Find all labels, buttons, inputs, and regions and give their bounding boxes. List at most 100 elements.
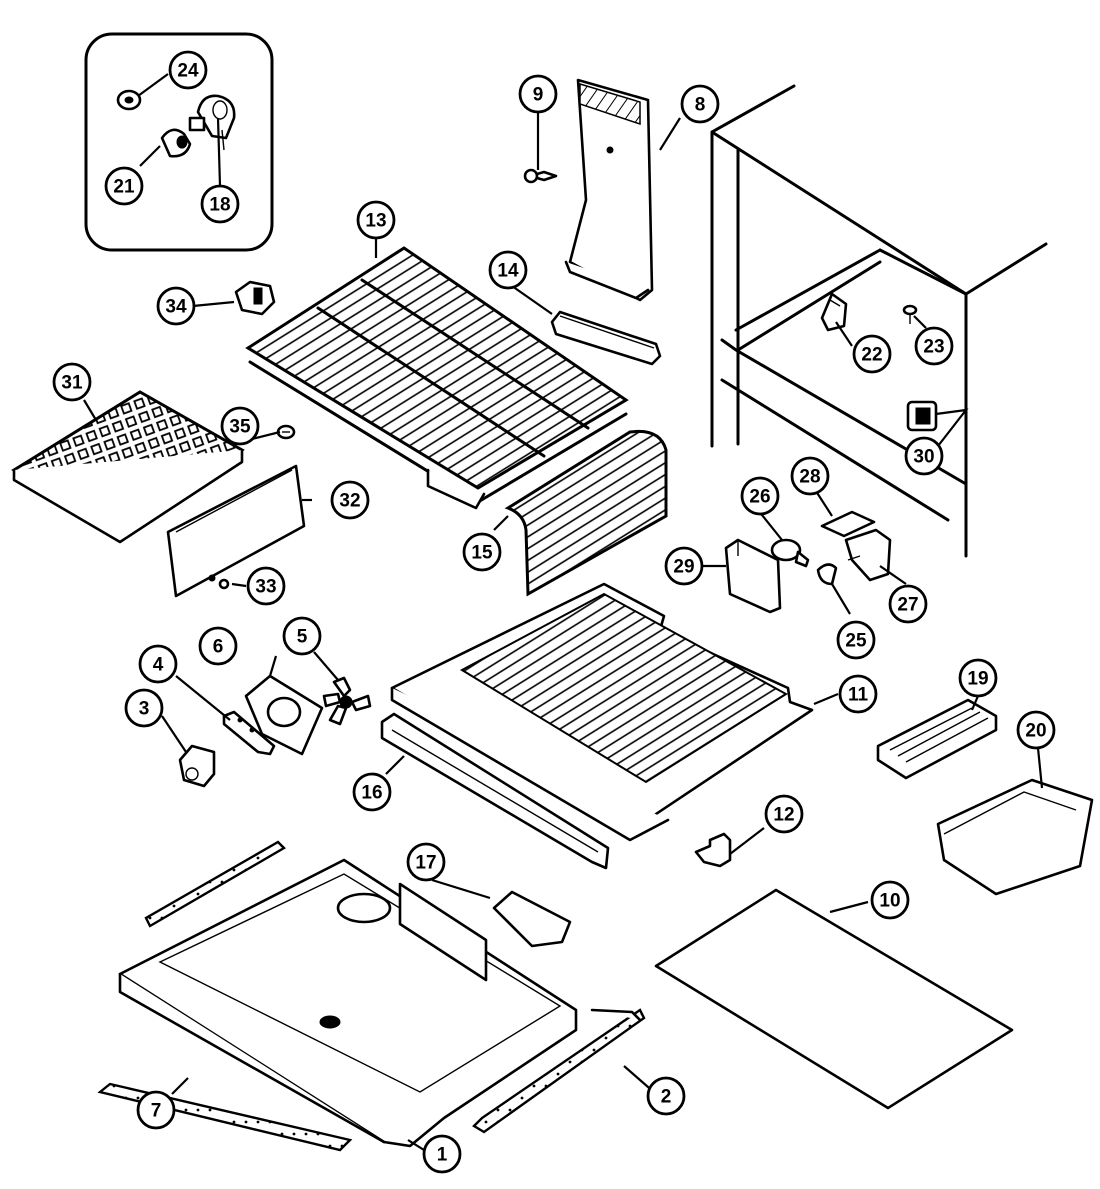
callout-circle [914,326,954,366]
callout-number: 30 [913,447,934,468]
callout-number: 11 [848,685,869,706]
callout-number: 8 [695,95,706,116]
part-bracket [178,744,216,788]
callout-9: 9 [518,74,558,114]
callout-circle [646,1076,686,1116]
callout-circle [764,794,804,834]
callout-circle [836,620,876,660]
callout-29: 29 [664,546,704,586]
callout-circle [852,334,892,374]
part-light-shield [724,538,782,614]
callout-6: 6 [198,626,238,666]
callout-14: 14 [488,250,528,290]
part-light-switch [844,528,892,582]
callout-number: 6 [213,637,224,658]
part-fan-blade [322,676,372,726]
callout-number: 23 [923,337,944,358]
part-bottom-panel [654,888,1014,1110]
callout-2: 2 [646,1076,686,1116]
part-air-duct [564,78,654,302]
callout-number: 2 [661,1087,672,1108]
callout-21: 21 [104,166,144,206]
leader-lines [83,73,1044,1151]
callout-circle [282,616,322,656]
part-front-trim [380,712,610,870]
part-grommet [160,128,192,158]
part-shelf-cover [504,429,668,597]
callout-number: 25 [845,631,867,652]
callout-number: 10 [879,891,900,912]
callout-1: 1 [422,1134,462,1174]
callout-number: 33 [255,577,276,598]
callout-number: 5 [297,627,308,648]
callout-22: 22 [852,334,892,374]
part-switch-button [820,510,876,538]
callout-11: 11 [838,674,878,714]
callout-33: 33 [246,566,286,606]
part-plug-button [276,424,296,440]
callout-34: 34 [156,286,196,326]
part-drain-pan [118,858,578,1148]
part-light-bulb [770,538,810,568]
inset-detail-box [84,32,274,252]
callout-circle [168,50,208,90]
part-shelf-trim [550,310,662,366]
callout-circle [488,250,528,290]
callout-circle [138,644,178,684]
part-screw-23 [902,304,918,324]
part-ice-bin [936,778,1094,896]
callout-number: 15 [471,543,493,564]
callout-number: 3 [139,699,150,720]
callout-circle [958,658,998,698]
part-control-switch [906,400,938,432]
callout-12: 12 [764,794,804,834]
callout-circle [790,456,830,496]
callout-circle [136,1090,176,1130]
callout-number: 4 [153,655,164,676]
callout-25: 25 [836,620,876,660]
callout-8: 8 [680,84,720,124]
callout-26: 26 [740,476,780,516]
callout-circle [422,1134,462,1174]
callout-circle [740,476,780,516]
callout-number: 35 [229,417,251,438]
callout-circle [356,200,396,240]
callout-28: 28 [790,456,830,496]
part-mounting-strap [222,710,276,756]
callout-number: 24 [177,61,199,82]
callout-circle [246,566,286,606]
callout-5: 5 [282,616,322,656]
callout-17: 17 [406,842,446,882]
callout-13: 13 [356,200,396,240]
callout-number: 32 [339,491,360,512]
callout-circle [352,772,392,812]
callout-circle [198,626,238,666]
callout-circle [870,880,910,920]
callout-32: 32 [330,480,370,520]
callout-18: 18 [200,184,240,224]
callout-number: 34 [165,297,187,318]
part-cabinet-frame [710,84,1048,558]
callout-circle [462,532,502,572]
callout-35: 35 [220,406,260,446]
part-fan-bracket [244,674,324,756]
callout-number: 7 [151,1101,162,1122]
part-shelf-support [694,832,732,868]
callout-number: 9 [533,85,544,106]
callout-27: 27 [888,584,928,624]
callout-3: 3 [124,688,164,728]
callout-circle [52,362,92,402]
part-crisper-shelf [390,582,814,842]
callout-number: 16 [361,783,382,804]
callout-23: 23 [914,326,954,366]
callout-circle [156,286,196,326]
callout-circle [220,406,260,446]
callout-circle [124,688,164,728]
callout-number: 13 [365,211,386,232]
callout-circle [406,842,446,882]
part-screw-33 [218,578,230,590]
callout-circle [904,436,944,476]
callout-number: 14 [497,261,519,282]
callout-number: 29 [673,557,694,578]
